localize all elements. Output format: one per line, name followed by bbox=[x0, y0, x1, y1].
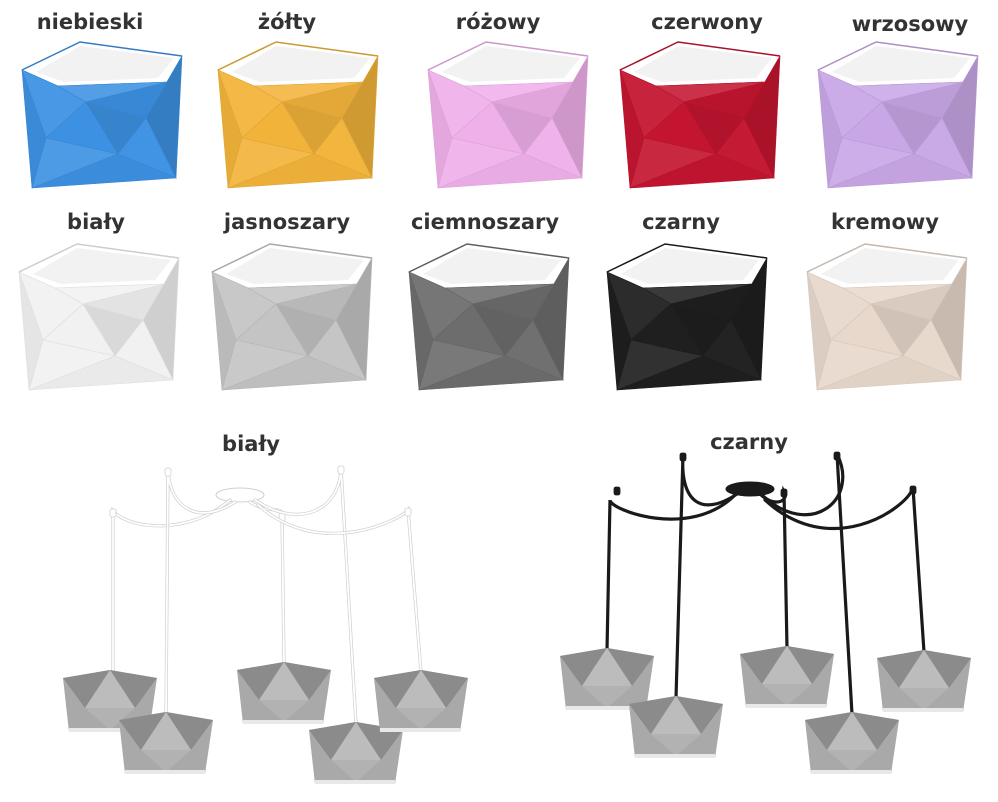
lamp-shade-niebieski bbox=[21, 41, 183, 189]
lamp-shade-rozowy bbox=[427, 41, 589, 189]
swatch-label-kremowy: kremowy bbox=[831, 210, 939, 234]
swatch-label-czarny: czarny bbox=[642, 210, 720, 234]
swatch-label-zolty: żółty bbox=[257, 10, 317, 34]
pendant-fixture-black bbox=[560, 451, 971, 774]
swatch-label-niebieski: niebieski bbox=[36, 10, 144, 34]
swatch-label-jasnoszary: jasnoszary bbox=[223, 210, 351, 234]
lamp-shade-jasnoszary bbox=[211, 243, 373, 391]
swatch-label-czerwony: czerwony bbox=[651, 10, 763, 34]
lamp-shade-czarny bbox=[606, 243, 768, 391]
lamp-shade-wrzosowy bbox=[817, 41, 979, 189]
swatch-label-ciemnoszary: ciemnoszary bbox=[410, 210, 560, 234]
swatch-label-rozowy: różowy bbox=[455, 10, 541, 34]
swatch-label-bialy: biały bbox=[67, 210, 125, 234]
lamp-shade-czerwony bbox=[619, 41, 781, 189]
lamp-shade-kremowy bbox=[806, 243, 968, 391]
lamp-shade-bialy bbox=[18, 243, 180, 391]
fixture-label-bialy: biały bbox=[222, 432, 280, 456]
fixture-label-czarny: czarny bbox=[710, 430, 788, 454]
pendant-fixture-white bbox=[63, 465, 468, 784]
lamp-shade-zolty bbox=[217, 41, 379, 189]
swatch-label-wrzosowy: wrzosowy bbox=[851, 12, 969, 36]
lamp-shade-ciemnoszary bbox=[408, 243, 570, 391]
